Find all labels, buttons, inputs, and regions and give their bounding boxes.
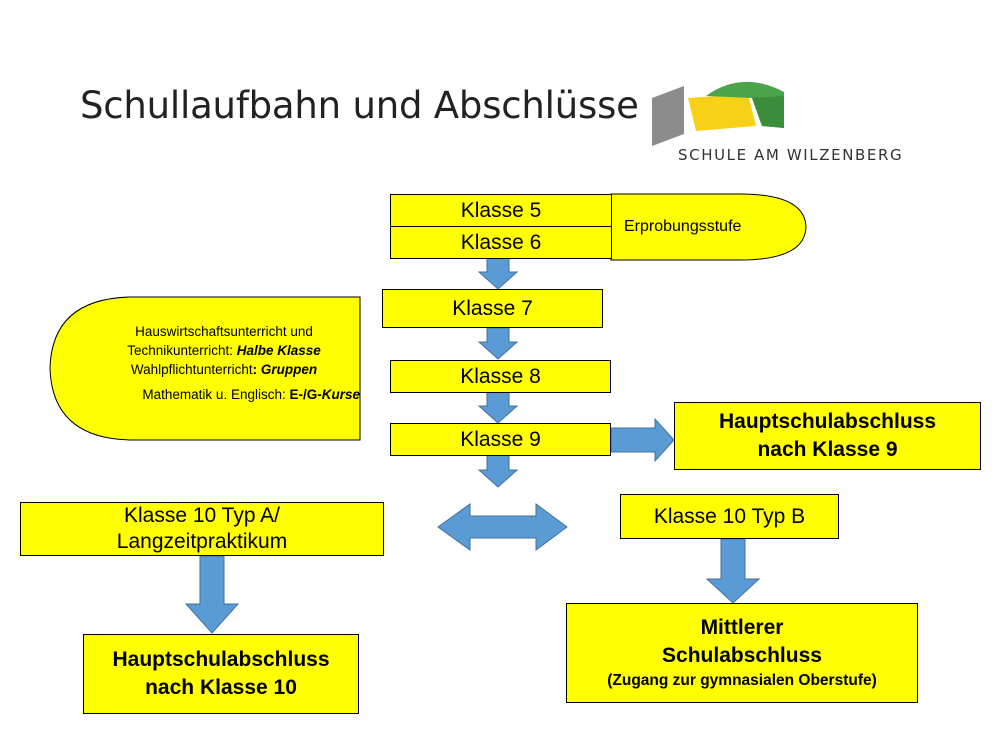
typ-b-label: Klasse 10 Typ B <box>653 504 806 528</box>
erprobung-shape <box>610 193 807 261</box>
erprobungsstufe-label: Erprobungsstufe <box>624 218 742 235</box>
info-line-1: Hauswirtschaftsunterricht und <box>135 324 313 339</box>
info-text: Hauswirtschaftsunterricht und Technikunt… <box>86 322 362 404</box>
school-logo-text: SCHULE AM WILZENBERG <box>678 146 904 164</box>
box-klasse-10-typ-b: Klasse 10 Typ B <box>620 494 839 539</box>
mittlerer-line-2: Schulabschluss <box>662 644 822 667</box>
hs9-line-1: Hauptschulabschluss <box>718 410 937 433</box>
hs10-line-1: Hauptschulabschluss <box>112 648 330 671</box>
klasse-8-label: Klasse 8 <box>460 364 541 388</box>
klasse-5-label: Klasse 5 <box>460 198 542 222</box>
arrow-down-icon <box>477 391 519 424</box>
arrow-down-icon <box>184 555 240 634</box>
box-klasse-9: Klasse 9 <box>390 423 611 456</box>
typ-a-line-1: Klasse 10 Typ A/ <box>123 504 281 527</box>
box-mittlerer-schulabschluss: Mittlerer Schulabschluss (Zugang zur gym… <box>566 603 918 703</box>
arrow-down-icon <box>477 327 519 360</box>
info-line-3: Wahlpflichtunterricht: Gruppen <box>130 362 318 377</box>
klasse-7-label: Klasse 7 <box>452 296 533 320</box>
info-shape <box>49 296 361 441</box>
arrow-down-icon <box>705 538 761 604</box>
arrow-down-icon <box>477 454 519 488</box>
arrow-right-icon <box>610 417 675 463</box>
hs10-line-2: nach Klasse 10 <box>145 676 297 699</box>
box-klasse-5: Klasse 5 <box>390 194 612 227</box>
klasse-9-label: Klasse 9 <box>460 427 541 451</box>
hs9-line-2: nach Klasse 9 <box>757 438 898 461</box>
box-klasse-10-typ-a: Klasse 10 Typ A/ Langzeitpraktikum <box>20 502 384 556</box>
info-line-4: Mathematik u. Englisch: E-/G-Kurse <box>142 387 360 402</box>
mittlerer-line-3: (Zugang zur gymnasialen Oberstufe) <box>607 672 877 689</box>
klasse-6-label: Klasse 6 <box>460 230 542 254</box>
arrow-down-icon <box>477 257 519 290</box>
box-hauptschulabschluss-10: Hauptschulabschluss nach Klasse 10 <box>83 634 359 714</box>
mittlerer-line-1: Mittlerer <box>700 616 784 639</box>
typ-a-line-2: Langzeitpraktikum <box>116 530 288 553</box>
box-klasse-8: Klasse 8 <box>390 360 611 393</box>
info-line-2: Technikunterricht: Halbe Klasse <box>127 343 321 358</box>
double-arrow-icon <box>437 503 568 551</box>
box-hauptschulabschluss-9: Hauptschulabschluss nach Klasse 9 <box>674 402 981 470</box>
page-title: Schullaufbahn und Abschlüsse <box>80 84 639 127</box>
box-klasse-7: Klasse 7 <box>382 289 603 328</box>
box-klasse-6: Klasse 6 <box>390 226 612 259</box>
